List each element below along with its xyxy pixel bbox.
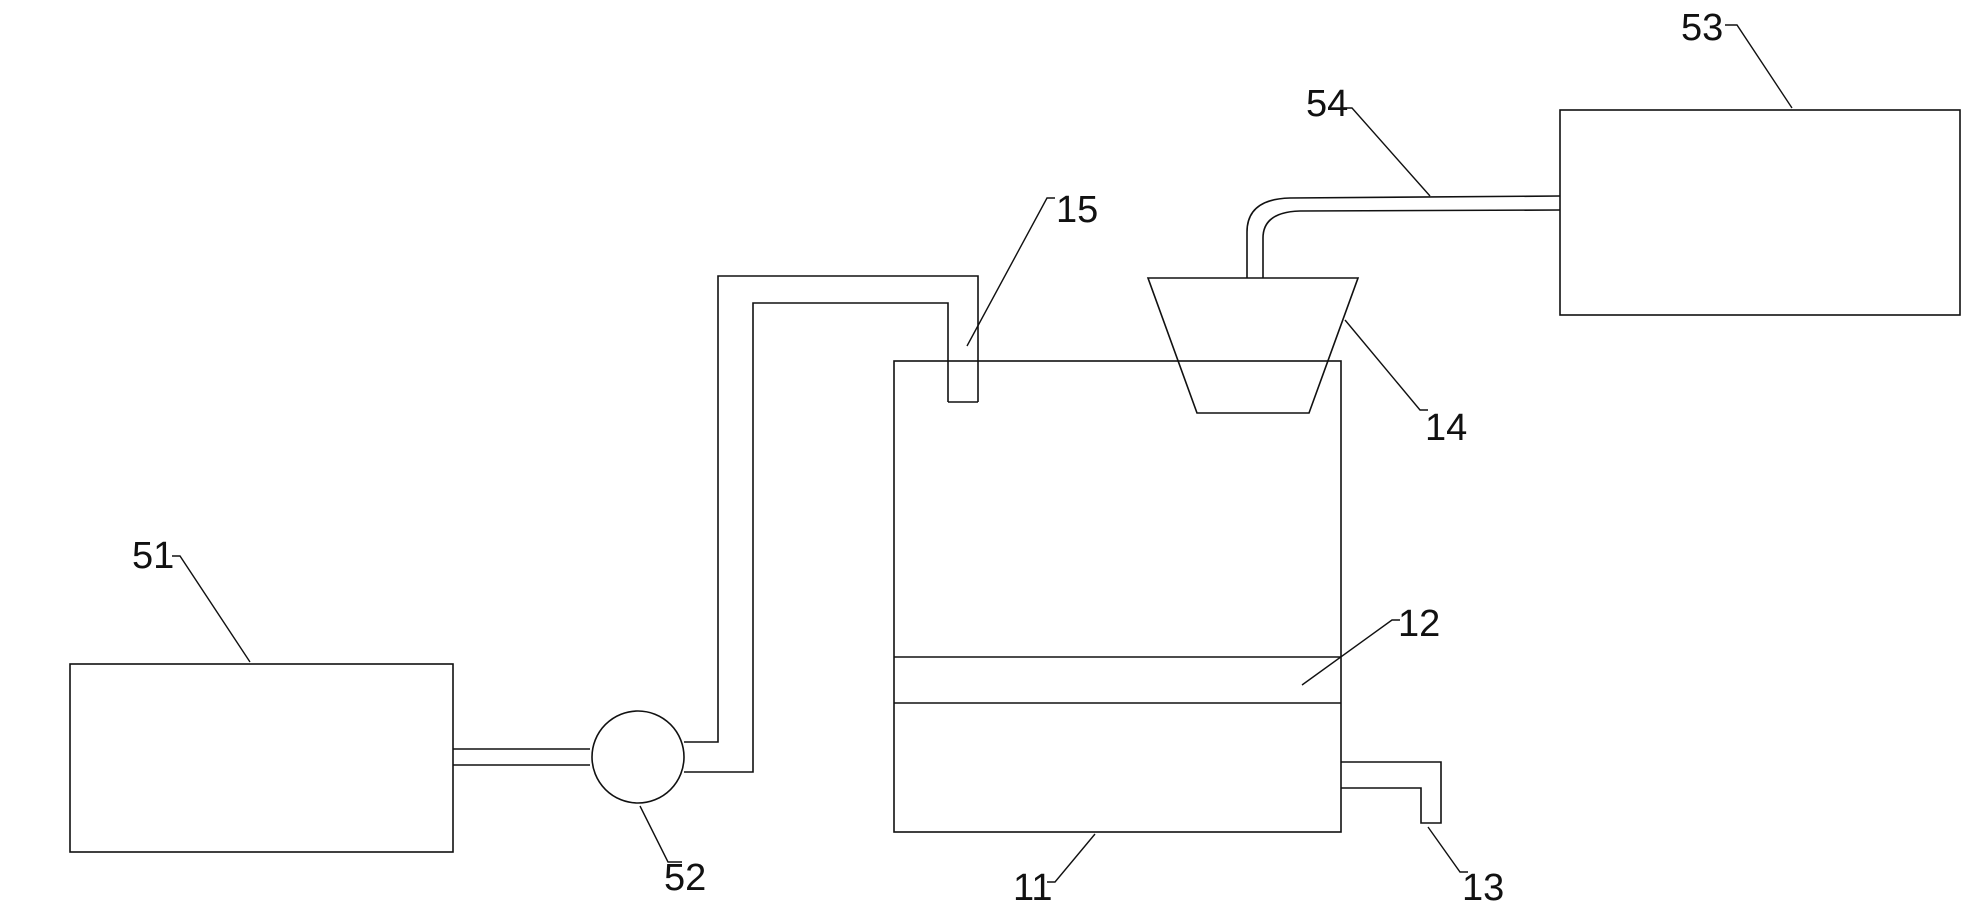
label-14: 14 <box>1425 407 1467 449</box>
tank-11 <box>893 360 1342 833</box>
box-53 <box>1559 109 1961 316</box>
leader-lines <box>172 24 1793 883</box>
label-11: 11 <box>1013 867 1052 904</box>
outlet-13 <box>1341 761 1442 824</box>
box-51 <box>69 663 454 853</box>
label-12: 12 <box>1398 603 1440 645</box>
hose-54 <box>1246 195 1561 278</box>
leader-54 <box>1340 107 1431 197</box>
label-54: 54 <box>1306 83 1348 125</box>
leader-52 <box>639 805 682 863</box>
pipe-51-to-52 <box>453 748 590 766</box>
leader-53 <box>1725 24 1793 109</box>
hopper-14 <box>1146 277 1360 414</box>
leader-51 <box>172 555 251 663</box>
leader-15 <box>966 197 1055 347</box>
label-51: 51 <box>132 535 174 577</box>
leader-14 <box>1344 319 1428 411</box>
pump-52 <box>591 710 685 804</box>
label-53: 53 <box>1681 7 1723 49</box>
layer-12 <box>894 656 1341 704</box>
label-13: 13 <box>1462 867 1504 904</box>
label-52: 52 <box>664 857 706 899</box>
leader-12 <box>1301 619 1400 686</box>
label-15: 15 <box>1056 189 1098 231</box>
leader-11 <box>1047 833 1096 883</box>
pipe-52-to-15 <box>684 275 979 773</box>
leader-13 <box>1427 826 1468 873</box>
